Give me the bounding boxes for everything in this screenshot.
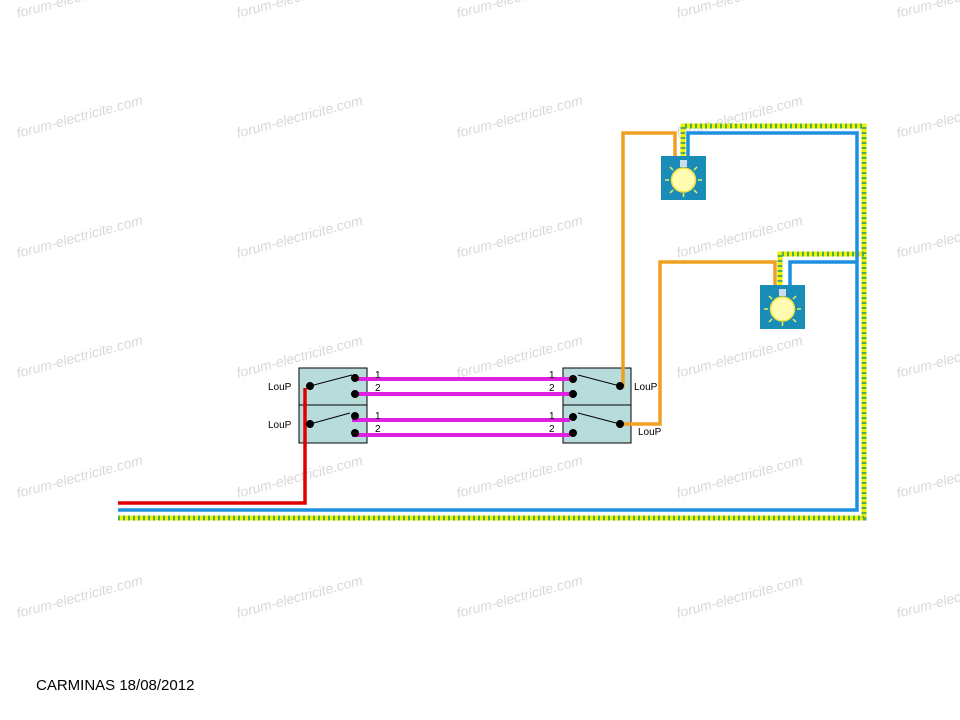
neutral-wire: [118, 131, 859, 512]
terminal-label: 1: [549, 411, 555, 422]
watermark-text: forum-electricite.com: [455, 452, 585, 501]
watermark-text: forum-electricite.com: [455, 92, 585, 141]
watermark-text: forum-electricite.com: [235, 452, 365, 501]
watermark-text: forum-electricite.com: [15, 332, 145, 381]
earth-wire: [118, 123, 867, 521]
switch-label: LouP: [268, 382, 292, 393]
watermark-layer: forum-electricite.com forum-electricite.c…: [15, 0, 960, 621]
watermark-text: forum-electricite.com: [895, 332, 960, 381]
watermark-text: forum-electricite.com: [235, 92, 365, 141]
watermark-text: forum-electricite.com: [895, 0, 960, 21]
author-date-caption: CARMINAS 18/08/2012: [36, 677, 195, 694]
watermark-text: forum-electricite.com: [235, 572, 365, 621]
switch-label: LouP: [634, 382, 658, 393]
watermark-text: forum-electricite.com: [895, 212, 960, 261]
terminal-label: 2: [549, 424, 555, 435]
terminal-label: 2: [375, 424, 381, 435]
traveller-wires: [352, 377, 573, 437]
lamp-2-icon: [760, 285, 805, 329]
switch-label: LouP: [268, 420, 292, 431]
watermark-text: forum-electricite.com: [15, 0, 145, 21]
watermark-text: forum-electricite.com: [235, 212, 365, 261]
watermark-text: forum-electricite.com: [15, 452, 145, 501]
watermark-text: forum-electricite.com: [895, 452, 960, 501]
watermark-text: forum-electricite.com: [455, 0, 585, 21]
terminal-label: 1: [375, 411, 381, 422]
watermark-text: forum-electricite.com: [455, 212, 585, 261]
watermark-text: forum-electricite.com: [675, 0, 805, 21]
terminal-label: 1: [375, 370, 381, 381]
phase-wire: [118, 388, 307, 505]
watermark-text: forum-electricite.com: [895, 572, 960, 621]
terminal-label: 1: [549, 370, 555, 381]
watermark-text: forum-electricite.com: [895, 92, 960, 141]
watermark-text: forum-electricite.com: [455, 572, 585, 621]
switch-contacts: [306, 374, 624, 437]
return-wire-lamp-2: [620, 260, 777, 426]
lamp-1-icon: [661, 156, 706, 200]
watermark-text: forum-electricite.com: [15, 92, 145, 141]
watermark-text: forum-electricite.com: [675, 572, 805, 621]
watermark-text: forum-electricite.com: [15, 572, 145, 621]
terminal-label: 2: [549, 383, 555, 394]
terminal-label: 2: [375, 383, 381, 394]
watermark-text: forum-electricite.com: [675, 332, 805, 381]
watermark-text: forum-electricite.com: [235, 0, 365, 21]
switch-label: LouP: [638, 427, 662, 438]
watermark-text: forum-electricite.com: [675, 452, 805, 501]
watermark-text: forum-electricite.com: [15, 212, 145, 261]
